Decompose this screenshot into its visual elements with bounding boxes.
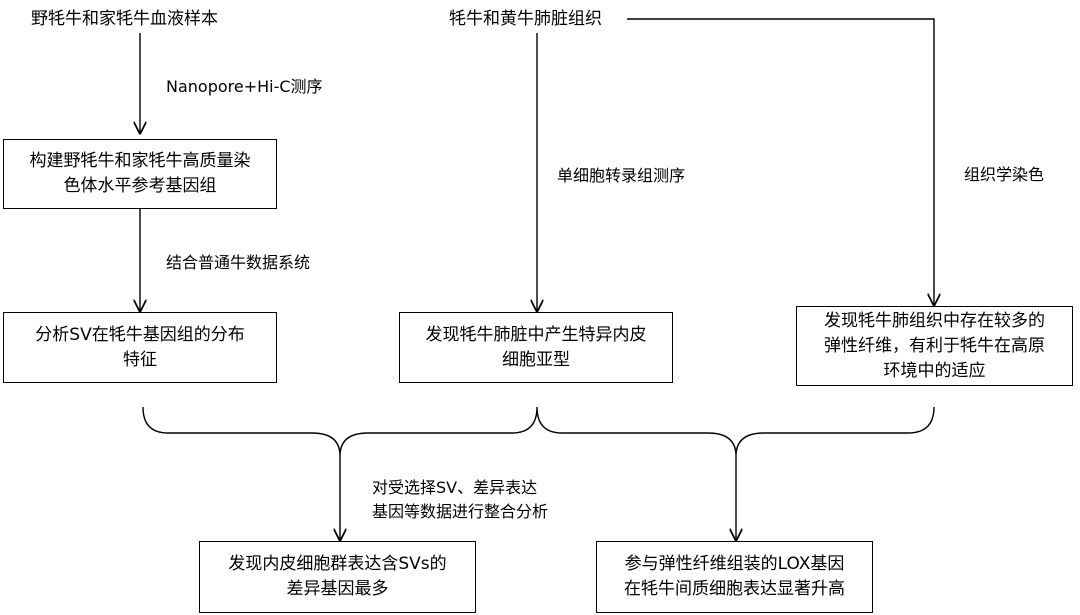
box-elastic-line-1: 发现牦牛肺组织中存在较多的 [824,310,1045,331]
box-elastic-fibers: 发现牦牛肺组织中存在较多的 弹性纤维，有利于牦牛在高原 环境中的适应 [796,306,1073,386]
box-result-svs-line-2: 差异基因最多 [286,579,389,599]
box-endothelial-subtype: 发现牦牛肺脏中产生特异内皮 细胞亚型 [399,312,673,383]
label-nanopore-hic: Nanopore+Hi-C测序 [166,77,323,96]
box-result-lox-line-2: 在牦牛间质细胞表达显著升高 [624,579,845,599]
box-result-lox: 参与弹性纤维组装的LOX基因 在牦牛间质细胞表达显著升高 [596,541,873,613]
box-endothelial-line-1: 发现牦牛肺脏中产生特异内皮 [425,324,647,345]
box-sv-line-2: 特征 [122,349,157,370]
label-scrna-seq: 单细胞转录组测序 [557,166,686,185]
box-genome-line-1: 构建野牦牛和家牦牛高质量染 [29,151,251,171]
label-integrate-analysis: 对受选择SV、差异表达 基因等数据进行整合分析 [372,476,548,524]
box-elastic-line-3: 环境中的适应 [883,360,986,381]
label-integrate-line-2: 基因等数据进行整合分析 [372,502,549,521]
box-result-svs: 发现内皮细胞群表达含SVs的 差异基因最多 [199,541,476,613]
label-combine-cattle: 结合普通牛数据系统 [166,253,311,272]
box-sv-line-1: 分析SV在牦牛基因组的分布 [35,324,245,345]
box-elastic-line-2: 弹性纤维，有利于牦牛在高原 [824,335,1045,356]
box-genome: 构建野牦牛和家牦牛高质量染 色体水平参考基因组 [3,139,277,209]
brace-merge [142,406,935,457]
box-endothelial-line-2: 细胞亚型 [502,349,570,370]
arrow-lung-to-elastic [627,18,934,305]
box-genome-line-2: 色体水平参考基因组 [63,176,217,196]
source-lung-tissue: 牦牛和黄牛肺脏组织 [449,9,602,29]
label-integrate-line-1: 对受选择SV、差异表达 [372,478,538,497]
label-histology: 组织学染色 [964,165,1045,184]
box-result-lox-line-1: 参与弹性纤维组装的LOX基因 [624,554,845,574]
source-blood-samples: 野牦牛和家牦牛血液样本 [31,9,218,29]
box-result-svs-line-1: 发现内皮细胞群表达含SVs的 [228,554,447,574]
box-sv-distribution: 分析SV在牦牛基因组的分布 特征 [3,312,277,383]
